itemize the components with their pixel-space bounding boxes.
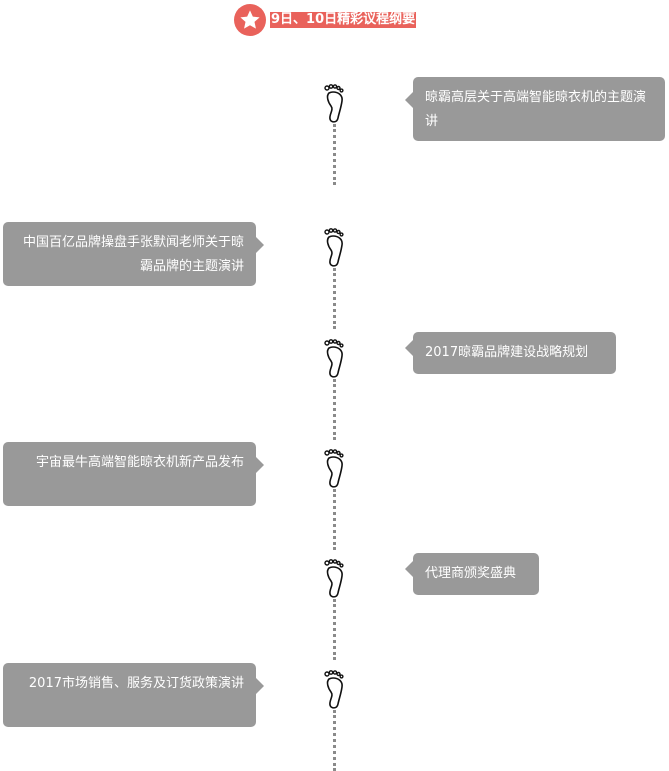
footprint-icon [324,228,344,267]
agenda-item: 中国百亿品牌操盘手张默闻老师关于晾霸品牌的主题演讲 [3,222,264,286]
timeline-line [333,710,336,771]
timeline-line [333,489,336,550]
footprint-icon [324,84,344,123]
agenda-item: 代理商颁奖盛典 [405,553,539,595]
agenda-item-text: 中国百亿品牌操盘手张默闻老师关于晾霸品牌的主题演讲 [22,235,244,274]
agenda-item-text: 代理商颁奖盛典 [425,566,517,581]
agenda-item-text: 晾霸高层关于高端智能晾衣机的主题演讲 [425,90,647,129]
agenda-item: 宇宙最牛高端智能晾衣机新产品发布 [3,442,264,506]
agenda-item: 2017晾霸品牌建设战略规划 [405,332,616,374]
agenda-item: 晾霸高层关于高端智能晾衣机的主题演讲 [405,77,665,141]
agenda-item-text: 2017晾霸品牌建设战略规划 [425,345,589,360]
footprint-icon [324,670,344,709]
star-icon [234,4,266,36]
timeline-line [333,124,336,185]
agenda-item-text: 2017市场销售、服务及订货政策演讲 [28,676,244,691]
agenda-header: 9日、10日精彩议程纲要 [234,4,417,36]
agenda-item: 2017市场销售、服务及订货政策演讲 [3,663,264,727]
agenda-item-text: 宇宙最牛高端智能晾衣机新产品发布 [35,455,244,470]
agenda-title: 9日、10日精彩议程纲要 [270,12,417,28]
timeline-line [333,599,336,660]
timeline-line [333,379,336,440]
footprint-icon [324,559,344,598]
footprint-icon [324,339,344,378]
timeline-line [333,268,336,329]
footprint-icon [324,449,344,488]
